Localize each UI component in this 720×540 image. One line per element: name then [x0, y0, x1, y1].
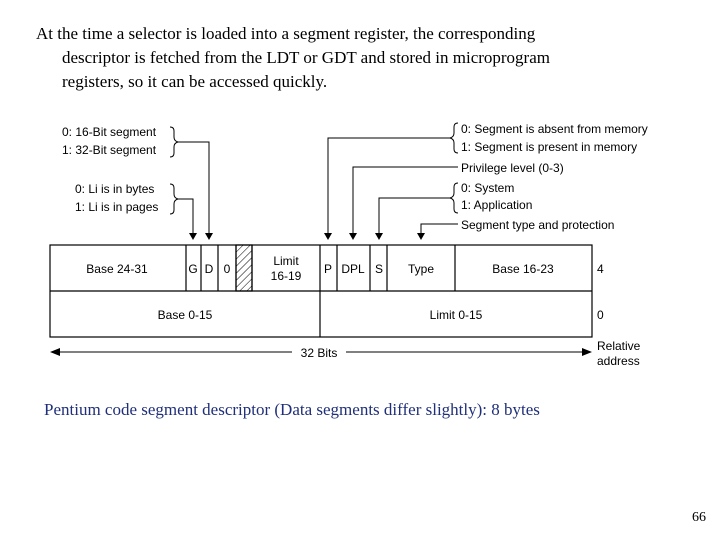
leader-to-d-bit — [178, 141, 213, 240]
field-d-bit: D — [205, 262, 214, 276]
field-limit-16-19-line2: 16-19 — [271, 269, 302, 283]
leader-to-g-bit — [178, 198, 197, 240]
brace-presence — [449, 122, 459, 154]
field-p-bit: P — [324, 262, 332, 276]
reserved-bit-hatch — [235, 244, 253, 292]
field-base-16-23: Base 16-23 — [492, 262, 554, 276]
leader-to-dpl — [349, 166, 458, 240]
relative-address-4: 4 — [597, 262, 604, 276]
field-g-bit: G — [188, 262, 197, 276]
relative-address-0: 0 — [597, 308, 604, 322]
intro-line-1: At the time a selector is loaded into a … — [36, 24, 536, 43]
leader-to-p-bit — [324, 137, 450, 240]
leader-to-s-bit — [375, 197, 450, 240]
label-segment-absent: 0: Segment is absent from memory — [461, 122, 648, 136]
field-limit-16-19-line1: Limit — [273, 254, 299, 268]
brace-segment-size — [169, 126, 179, 158]
label-16bit-segment: 0: 16-Bit segment — [62, 125, 157, 139]
field-dpl: DPL — [341, 262, 365, 276]
field-type: Type — [408, 262, 434, 276]
field-s-bit: S — [375, 262, 383, 276]
label-32bit-segment: 1: 32-Bit segment — [62, 143, 157, 157]
field-base-24-31: Base 24-31 — [86, 262, 148, 276]
label-system: 0: System — [461, 181, 514, 195]
brace-descriptor-type — [449, 182, 459, 214]
width-label-32-bits: 32 Bits — [301, 346, 338, 360]
relative-address-label-2: address — [597, 354, 640, 368]
label-application: 1: Application — [461, 198, 532, 212]
relative-address-label-1: Relative — [597, 339, 641, 353]
label-segment-present: 1: Segment is present in memory — [461, 140, 637, 154]
width-arrowhead-left — [50, 348, 60, 356]
intro-paragraph: At the time a selector is loaded into a … — [36, 22, 656, 94]
field-zero-bit: 0 — [224, 262, 231, 276]
intro-line-2: descriptor is fetched from the LDT or GD… — [62, 48, 550, 67]
label-li-in-pages: 1: Li is in pages — [75, 200, 158, 214]
field-base-0-15: Base 0-15 — [158, 308, 213, 322]
brace-granularity — [169, 183, 179, 215]
field-limit-0-15: Limit 0-15 — [430, 308, 483, 322]
figure-caption: Pentium code segment descriptor (Data se… — [44, 400, 540, 419]
label-segment-type-protection: Segment type and protection — [461, 218, 614, 232]
width-arrowhead-right — [582, 348, 592, 356]
label-privilege-level: Privilege level (0-3) — [461, 161, 564, 175]
intro-line-3: registers, so it can be accessed quickly… — [62, 72, 328, 91]
leader-to-type — [417, 223, 458, 240]
page-number: 66 — [692, 510, 706, 525]
label-li-in-bytes: 0: Li is in bytes — [75, 182, 154, 196]
